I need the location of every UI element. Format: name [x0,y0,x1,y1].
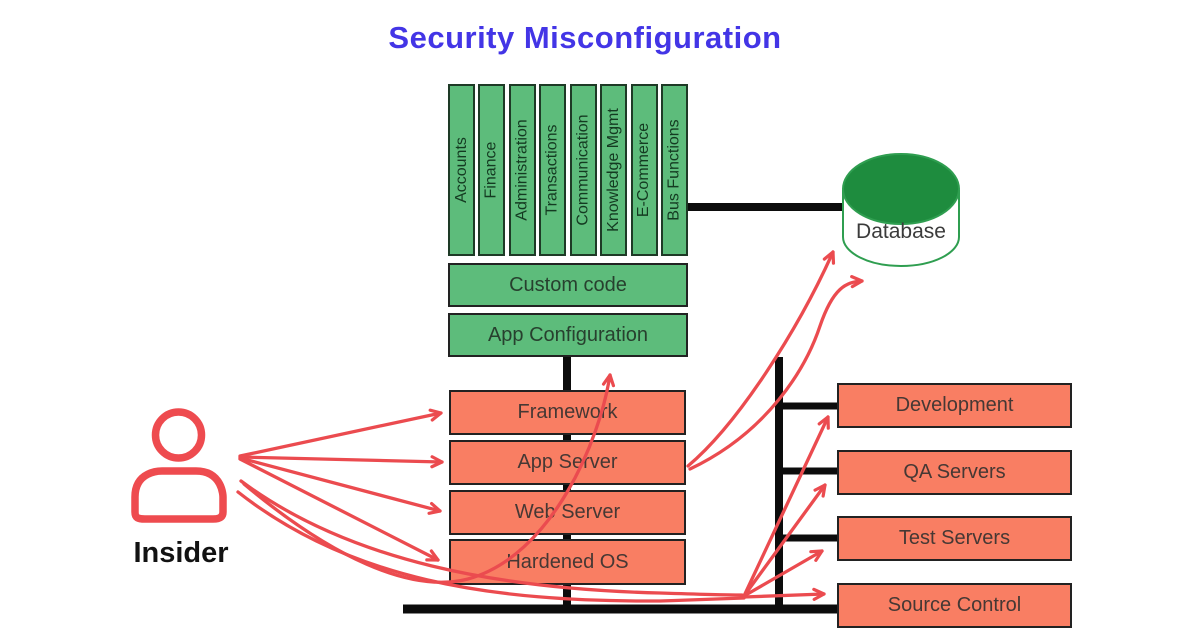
source-control-box: Source Control [837,583,1072,628]
app-server-to-database-arrow-1 [686,250,836,468]
development-box: Development [837,383,1072,428]
web-server-box: Web Server [449,490,686,535]
insider-to-development-arrow [742,415,830,598]
insider-to-qa-servers-arrow [742,483,827,598]
business-function-label: Accounts [452,137,470,203]
business-function-label: Bus Functions [665,119,683,221]
test-servers-box: Test Servers [837,516,1072,561]
business-function-column: Administration [509,84,536,256]
business-function-column: Transactions [539,84,566,256]
database-cylinder-icon [842,153,960,267]
insider-to-test-servers-arrow [742,549,824,598]
insider-to-source-control-arrow [742,587,826,601]
insider-to-web-server-arrow [238,456,442,515]
business-function-label: E-Commerce [635,122,653,218]
app-server-to-database-arrow-2 [688,275,864,471]
business-function-label: Knowledge Mgmt [604,108,622,232]
business-function-column: Bus Functions [661,84,688,256]
business-function-column: Communication [570,84,597,256]
insider-label: Insider [133,537,229,569]
database-label: Database [856,220,946,243]
business-function-column: E-Commerce [631,84,658,256]
hardened-os-box: Hardened OS [449,539,686,585]
business-function-label: Finance [482,141,500,199]
business-function-column: Knowledge Mgmt [600,84,627,256]
diagram-title: Security Misconfiguration [388,20,782,55]
insider-person-icon [131,408,227,523]
insider-to-framework-arrow [238,408,443,458]
app-configuration-box: App Configuration [448,313,688,357]
insider-to-app-server-arrow [238,455,444,469]
insider-to-hardened-os-arrow [238,457,440,562]
business-function-label: Communication [574,114,592,226]
business-function-column: Finance [478,84,505,256]
business-function-column: Accounts [448,84,475,256]
business-function-label: Administration [513,119,531,221]
app-server-box: App Server [449,440,686,485]
qa-servers-box: QA Servers [837,450,1072,495]
framework-box: Framework [449,390,686,435]
custom-code-box: Custom code [448,263,688,307]
business-function-label: Transactions [543,124,561,216]
